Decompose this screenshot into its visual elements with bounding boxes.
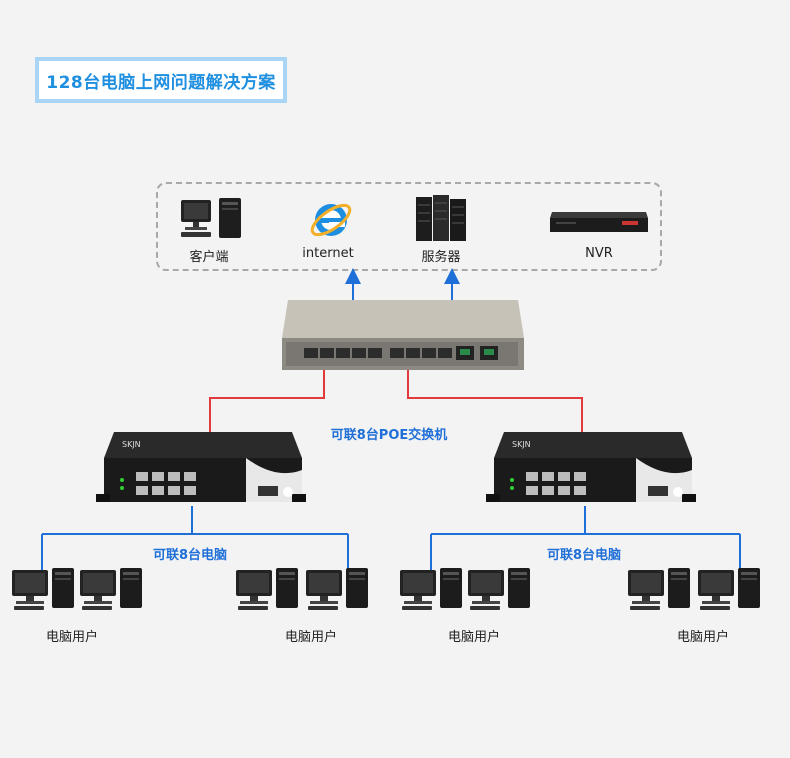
page-title: 128台电脑上网问题解决方案 xyxy=(46,72,276,93)
top-device-label-nvr: NVR xyxy=(585,246,613,261)
poe-switch-left: SKJN xyxy=(96,432,306,502)
desktop-pc-icon xyxy=(181,198,241,238)
title-box: 128台电脑上网问题解决方案 xyxy=(35,57,287,103)
computer-user-icon xyxy=(306,568,368,610)
poe-switch-right-brand: SKJN xyxy=(512,440,531,449)
user-label-1: 电脑用户 xyxy=(45,630,99,645)
top-device-label-internet: internet xyxy=(302,246,354,261)
poe-switch-left-brand: SKJN xyxy=(122,440,141,449)
computer-user-icon xyxy=(468,568,530,610)
computer-user-icon xyxy=(12,568,74,610)
computer-user-icon xyxy=(400,568,462,610)
group-label-left: 可联8台电脑 xyxy=(152,548,228,563)
red-link-left xyxy=(209,370,325,432)
computer-user-icon xyxy=(80,568,142,610)
nvr-recorder-icon xyxy=(550,212,648,232)
user-label-4: 电脑用户 xyxy=(676,630,730,645)
core-switch-label: 可联8台POE交换机 xyxy=(330,428,448,443)
network-resources-group xyxy=(156,182,662,271)
computer-user-icon xyxy=(628,568,690,610)
computer-user-icon xyxy=(236,568,298,610)
internet-explorer-icon xyxy=(310,203,352,237)
top-device-label-client: 客户端 xyxy=(189,250,229,265)
red-link-right xyxy=(407,370,583,432)
user-label-2: 电脑用户 xyxy=(284,630,338,645)
core-fiber-switch xyxy=(282,300,524,370)
top-device-label-server: 服务器 xyxy=(421,250,461,265)
computer-user-icon xyxy=(698,568,760,610)
group-label-right: 可联8台电脑 xyxy=(546,548,622,563)
server-rack-icon xyxy=(416,195,466,241)
user-label-3: 电脑用户 xyxy=(447,630,501,645)
poe-switch-right: SKJN xyxy=(486,432,696,502)
